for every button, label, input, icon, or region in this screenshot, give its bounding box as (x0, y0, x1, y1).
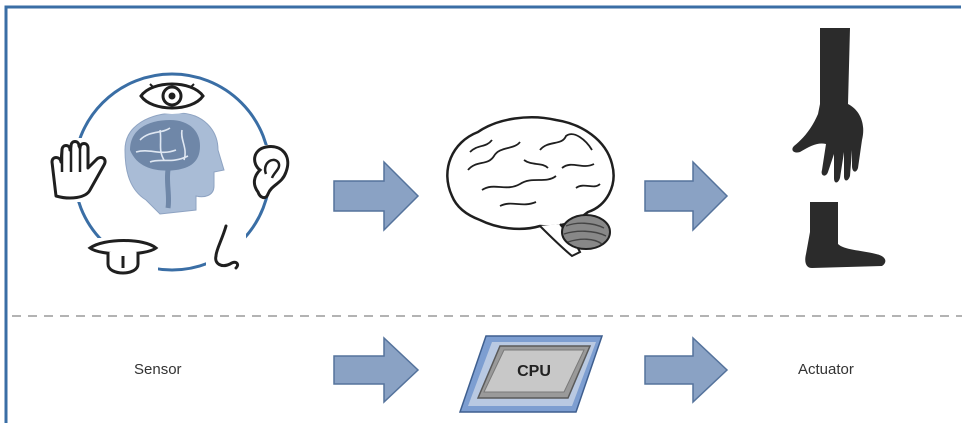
brain-icon (446, 116, 615, 258)
senses-cluster (44, 72, 290, 278)
arrow-senses-to-brain (333, 160, 420, 232)
actuator-label: Actuator (798, 361, 854, 378)
arrow-sensor-to-cpu (333, 336, 420, 404)
hand-icon (44, 138, 112, 202)
tongue-icon (86, 238, 159, 278)
cpu-label: CPU (517, 363, 551, 380)
ear-icon (250, 145, 290, 200)
cpu-chip-icon: CPU (458, 335, 604, 413)
foot-icon (805, 202, 886, 268)
head-brain-icon (124, 112, 225, 215)
arrow-cpu-to-actuator (644, 336, 729, 404)
arrow-brain-to-limbs (644, 160, 729, 232)
sensor-label: Sensor (134, 361, 182, 378)
eye-icon (139, 78, 205, 114)
nose-icon (206, 224, 246, 270)
arm-hand-icon (792, 28, 864, 183)
frame-border (4, 5, 961, 423)
